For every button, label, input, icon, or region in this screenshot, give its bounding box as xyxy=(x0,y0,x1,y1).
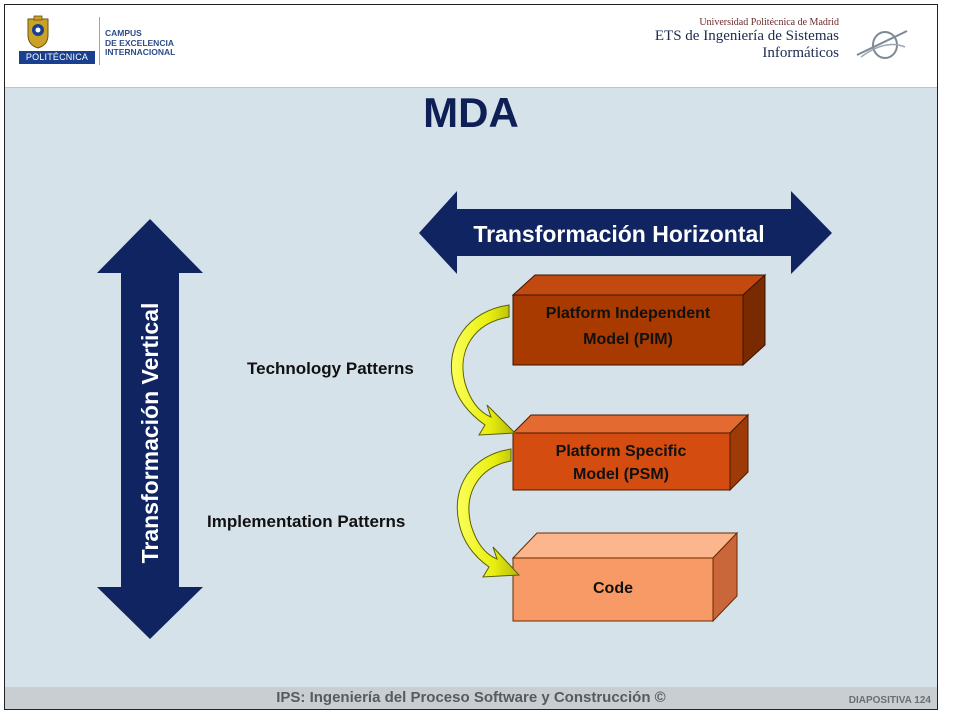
pim-label-line2: Model (PIM) xyxy=(583,331,673,348)
horizontal-transformation-arrow xyxy=(419,191,832,274)
horizontal-arrow-label: Transformación Horizontal xyxy=(473,221,764,247)
university-block: Universidad Politécnica de Madrid ETS de… xyxy=(655,17,839,62)
campus-line: CAMPUS xyxy=(105,28,142,38)
school-name-line1: ETS de Ingeniería de Sistemas xyxy=(654,28,839,44)
pim-label-line1: Platform Independent xyxy=(546,305,711,322)
campus-line: DE EXCELENCIA xyxy=(105,37,174,48)
footer-course-text: IPS: Ingeniería del Proceso Software y C… xyxy=(276,689,666,706)
code-label: Code xyxy=(593,580,633,597)
vertical-arrow-label: Transformación Vertical xyxy=(137,303,163,564)
psm-label-line1: Platform Specific xyxy=(556,443,687,460)
curved-arrow-pim-to-psm xyxy=(451,304,517,436)
psm-label-line2: Model (PSM) xyxy=(573,466,669,483)
politecnica-logo-bar: POLITÉCNICA xyxy=(19,51,95,64)
logo-divider xyxy=(99,17,100,65)
slide-number: DIAPOSITIVA 124 xyxy=(848,695,931,706)
slide-title: MDA xyxy=(423,89,519,136)
implementation-patterns-label: Implementation Patterns xyxy=(207,512,406,531)
university-name: Universidad Politécnica de Madrid xyxy=(699,17,839,28)
mda-diagram: Transformación Horizontal Transformación… xyxy=(97,191,832,639)
campus-line: INTERNACIONAL xyxy=(105,47,176,57)
vertical-transformation-arrow xyxy=(97,219,203,639)
slide-header: POLITÉCNICA CAMPUS DE EXCELENCIA INTERNA… xyxy=(5,5,937,88)
technology-patterns-label: Technology Patterns xyxy=(247,359,414,378)
upm-crest-icon xyxy=(27,15,49,49)
slide-footer: IPS: Ingeniería del Proceso Software y C… xyxy=(5,687,937,709)
pim-box xyxy=(511,273,767,367)
slide: POLITÉCNICA CAMPUS DE EXCELENCIA INTERNA… xyxy=(4,4,938,710)
school-name-line2: Informáticos xyxy=(762,45,839,61)
campus-excelencia-text: CAMPUS DE EXCELENCIA INTERNACIONAL xyxy=(105,28,176,58)
code-box xyxy=(511,531,739,623)
curved-arrow-psm-to-code xyxy=(456,448,521,578)
etsisi-logo-icon xyxy=(856,30,908,59)
psm-box xyxy=(511,413,750,492)
